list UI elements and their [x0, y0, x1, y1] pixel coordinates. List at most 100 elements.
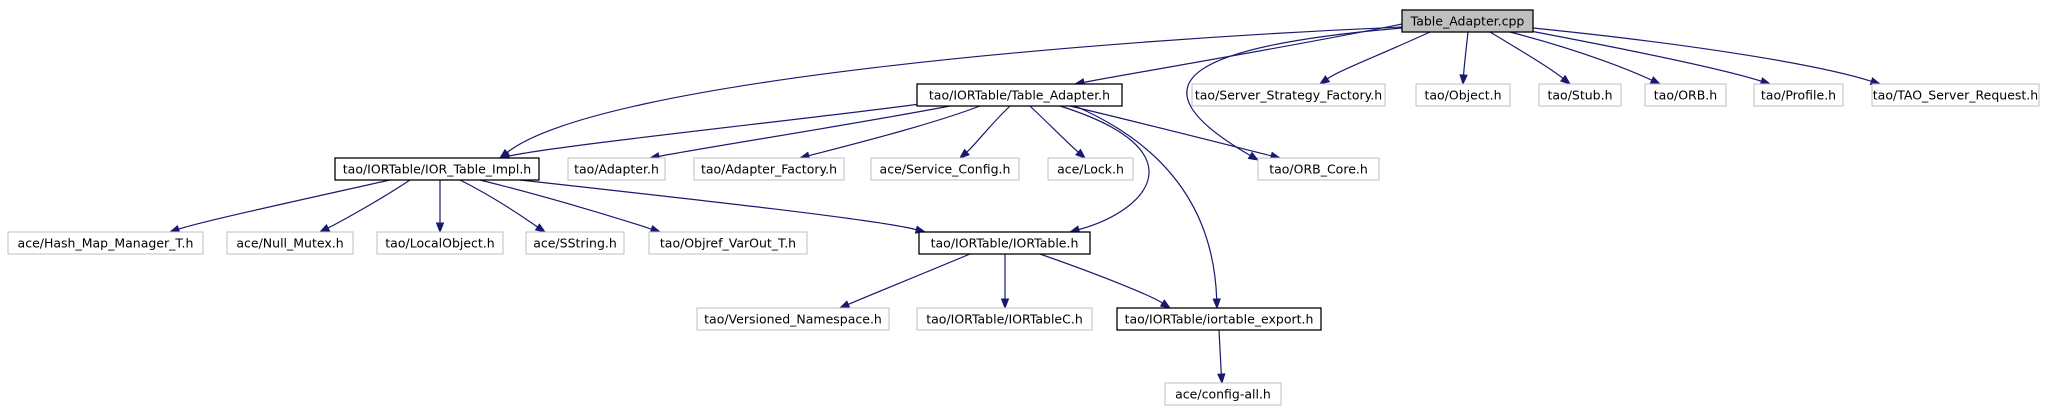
edge-line [178, 179, 391, 230]
nodes-layer: Table_Adapter.cpp tao/IORTable/Table_Adap… [7, 9, 2040, 406]
node-box [1401, 9, 1534, 33]
node-box [1415, 83, 1511, 107]
node-config-all-h: ace/config-all.h [1164, 382, 1282, 406]
node-table-adapter-cpp[interactable]: Table_Adapter.cpp [1401, 9, 1534, 33]
edge-iortable_h-to-iortablec_h [1000, 253, 1010, 310]
node-adapter-factory-h: tao/Adapter_Factory.h [693, 157, 845, 181]
node-box [1257, 157, 1380, 181]
node-box [226, 231, 354, 255]
edge-line [1074, 105, 1218, 300]
node-label: ace/SString.h [533, 236, 617, 251]
edge-ior_table_impl_h-to-sstring_h [459, 179, 547, 233]
node-box [376, 231, 504, 255]
node-sstring-h: ace/SString.h [525, 231, 625, 255]
edge-line [506, 26, 1403, 153]
node-object-h: tao/Object.h [1415, 83, 1511, 107]
node-label: tao/IORTable/IORTable.h [931, 236, 1079, 251]
edge-line [1186, 27, 1403, 157]
node-label: tao/Adapter_Factory.h [701, 162, 837, 177]
arrowhead [168, 224, 181, 234]
arrowhead [1000, 298, 1010, 310]
node-box [1191, 83, 1386, 107]
node-label: tao/Object.h [1424, 88, 1501, 103]
node-label: tao/Profile.h [1761, 88, 1836, 103]
edge-iortable_h-to-iortable_export_h [1039, 253, 1172, 309]
edge-line [459, 179, 538, 228]
edge-line [1039, 253, 1163, 304]
node-box [1644, 83, 1727, 107]
node-label: tao/Adapter.h [574, 162, 659, 177]
node-label: tao/IORTable/iortable_export.h [1125, 312, 1314, 327]
node-label: ace/Null_Mutex.h [236, 236, 343, 251]
node-label: tao/Server_Strategy_Factory.h [1195, 88, 1382, 103]
edge-table_adapter_cpp-to-tao_server_request_h [1532, 27, 1882, 86]
node-label: Table_Adapter.cpp [1410, 14, 1525, 29]
edges-layer [168, 23, 1882, 385]
node-label: tao/LocalObject.h [385, 236, 494, 251]
edge-table_adapter_h-to-orb_core_h [1069, 105, 1282, 160]
node-orb-core-h: tao/ORB_Core.h [1257, 157, 1380, 181]
edge-line [1029, 105, 1079, 153]
node-box [1871, 83, 2040, 107]
edge-ior_table_impl_h-to-localobject_h [435, 180, 445, 234]
node-profile-h: tao/Profile.h [1753, 83, 1844, 107]
node-label: ace/Service_Config.h [880, 162, 1011, 177]
arrowhead [1075, 148, 1087, 159]
node-label: ace/Lock.h [1057, 162, 1124, 177]
node-hash-map-manager-t-h: ace/Hash_Map_Manager_T.h [7, 231, 204, 255]
arrowhead [534, 223, 547, 233]
node-server-strategy-factory-h: tao/Server_Strategy_Factory.h [1191, 83, 1386, 107]
node-iortable-export-h[interactable]: tao/IORTable/iortable_export.h [1116, 307, 1322, 331]
node-iortablec-h: tao/IORTable/IORTableC.h [916, 307, 1093, 331]
edge-table_adapter_cpp-to-orb_core_h [1186, 27, 1403, 161]
node-box [1116, 307, 1322, 331]
edge-line [1524, 29, 1762, 82]
edge-table_adapter_cpp-to-object_h [1459, 31, 1469, 86]
node-label: tao/Objref_VarOut_T.h [660, 236, 796, 251]
node-box [916, 307, 1093, 331]
node-null-mutex-h: ace/Null_Mutex.h [226, 231, 354, 255]
edge-table_adapter_cpp-to-profile_h [1524, 29, 1772, 86]
edge-table_adapter_h-to-lock_h [1029, 105, 1087, 159]
edge-line [1218, 329, 1222, 375]
node-tao-server-request-h: tao/TAO_Server_Request.h [1871, 83, 2040, 107]
node-localobject-h: tao/LocalObject.h [376, 231, 504, 255]
edge-line [658, 105, 951, 157]
arrowhead [1217, 373, 1226, 385]
edge-iortable_h-to-versioned_namespace_h [838, 253, 971, 309]
edge-line [1462, 31, 1469, 76]
node-stub-h: tao/Stub.h [1538, 83, 1622, 107]
node-label: tao/ORB.h [1654, 88, 1717, 103]
edge-ior_table_impl_h-to-iortable_h [519, 179, 927, 234]
arrowhead [1247, 151, 1260, 161]
node-box [567, 157, 666, 181]
node-box [1753, 83, 1844, 107]
arrowhead [1159, 299, 1172, 309]
node-box [696, 307, 890, 331]
edge-table_adapter_h-to-adapter_factory_h [798, 105, 981, 160]
node-box [693, 157, 845, 181]
node-lock-h: ace/Lock.h [1047, 157, 1134, 181]
node-service-config-h: ace/Service_Config.h [870, 157, 1020, 181]
edge-line [1532, 27, 1872, 82]
edge-table_adapter_h-to-adapter_h [648, 105, 951, 161]
arrowhead [838, 300, 851, 309]
edge-ior_table_impl_h-to-hash_map_manager_t_h [168, 179, 391, 234]
edge-line [808, 105, 981, 157]
node-box [870, 157, 1020, 181]
node-box [1164, 382, 1282, 406]
arrowhead [435, 222, 445, 234]
node-table-adapter-h[interactable]: tao/IORTable/Table_Adapter.h [916, 83, 1123, 107]
node-box [334, 157, 540, 181]
arrowhead [1559, 74, 1572, 85]
edge-table_adapter_cpp-to-stub_h [1489, 31, 1572, 85]
node-label: tao/IORTable/IOR_Table_Impl.h [343, 162, 531, 177]
node-adapter-h: tao/Adapter.h [567, 157, 666, 181]
node-orb-h: tao/ORB.h [1644, 83, 1727, 107]
arrowhead [318, 223, 331, 233]
edge-line [519, 179, 917, 231]
node-versioned-namespace-h: tao/Versioned_Namespace.h [696, 307, 890, 331]
node-ior-table-impl-h[interactable]: tao/IORTable/IOR_Table_Impl.h [334, 157, 540, 181]
node-label: tao/IORTable/IORTableC.h [926, 312, 1083, 327]
node-iortable-h[interactable]: tao/IORTable/IORTable.h [918, 231, 1091, 255]
